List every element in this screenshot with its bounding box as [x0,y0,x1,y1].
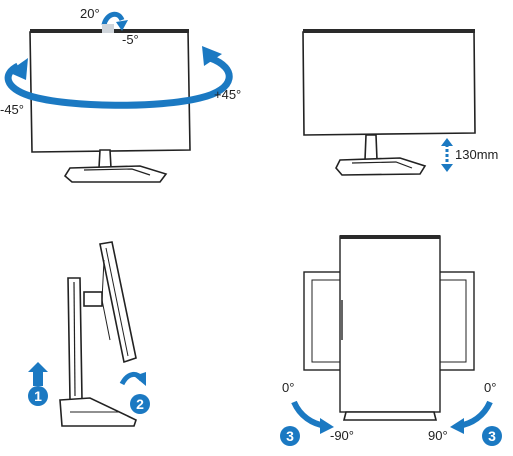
rotate-right-arrowhead [450,418,464,434]
step-2-number: 2 [136,396,144,412]
tilt-arrowhead [116,20,128,31]
height-arrow-down [441,164,453,172]
stand-base-inner [83,168,151,176]
monitor-side-inner [105,247,129,357]
lift-up-arrow [28,362,48,386]
step-3-number-right: 3 [488,428,496,444]
stand-base [335,157,427,176]
pivot-mount [83,291,103,307]
portrait-monitor [339,235,441,413]
height-arrow-up [441,138,453,146]
monitor-side-back [101,259,111,341]
rotation-panel: 0° -90° 0° 90° 3 3 [280,235,502,446]
step-1-number: 1 [34,388,42,404]
rotate-left-arrowhead [320,418,334,434]
monitor-frame [302,29,476,136]
stand-base [342,411,438,421]
swivel-left-label: -45° [0,102,24,117]
rotate-right-end-label: 90° [428,428,448,443]
height-panel: 130mm [302,29,498,176]
tilt-pivot [102,24,114,33]
stand-neck [364,134,378,161]
monitor-side [99,241,137,364]
rotate-left-end-label: -90° [330,428,354,443]
pivot-side-panel: 1 2 [28,241,150,427]
portrait-top-bezel [340,235,440,239]
step-3-badge-left [280,426,300,446]
step-2-badge [130,394,150,414]
stand-base [63,165,168,183]
monitor-top-bezel [303,29,475,33]
tilt-swivel-panel: 20° -5° -45° +45° [0,6,241,183]
stand-base-inner [351,161,413,169]
step-3-number-left: 3 [286,428,294,444]
swivel-arrowhead-right [202,46,222,66]
swivel-arrowhead-left [8,58,28,80]
tilt-arrow [101,11,125,26]
step-3-badge-right [482,426,502,446]
swivel-arrow [4,54,233,109]
step-1-badge [28,386,48,406]
rotate-right-start-label: 0° [484,380,496,395]
swivel-right-label: +45° [214,87,241,102]
monitor-frame [29,29,191,153]
rotate-left-start-label: 0° [282,380,294,395]
stand-neck [98,149,112,169]
tilt-back-arrowhead [134,372,146,386]
tilt-back-label: 20° [80,6,100,21]
tilt-forward-label: -5° [122,32,139,47]
stand-column-back [73,281,76,397]
height-label: 130mm [455,147,498,162]
